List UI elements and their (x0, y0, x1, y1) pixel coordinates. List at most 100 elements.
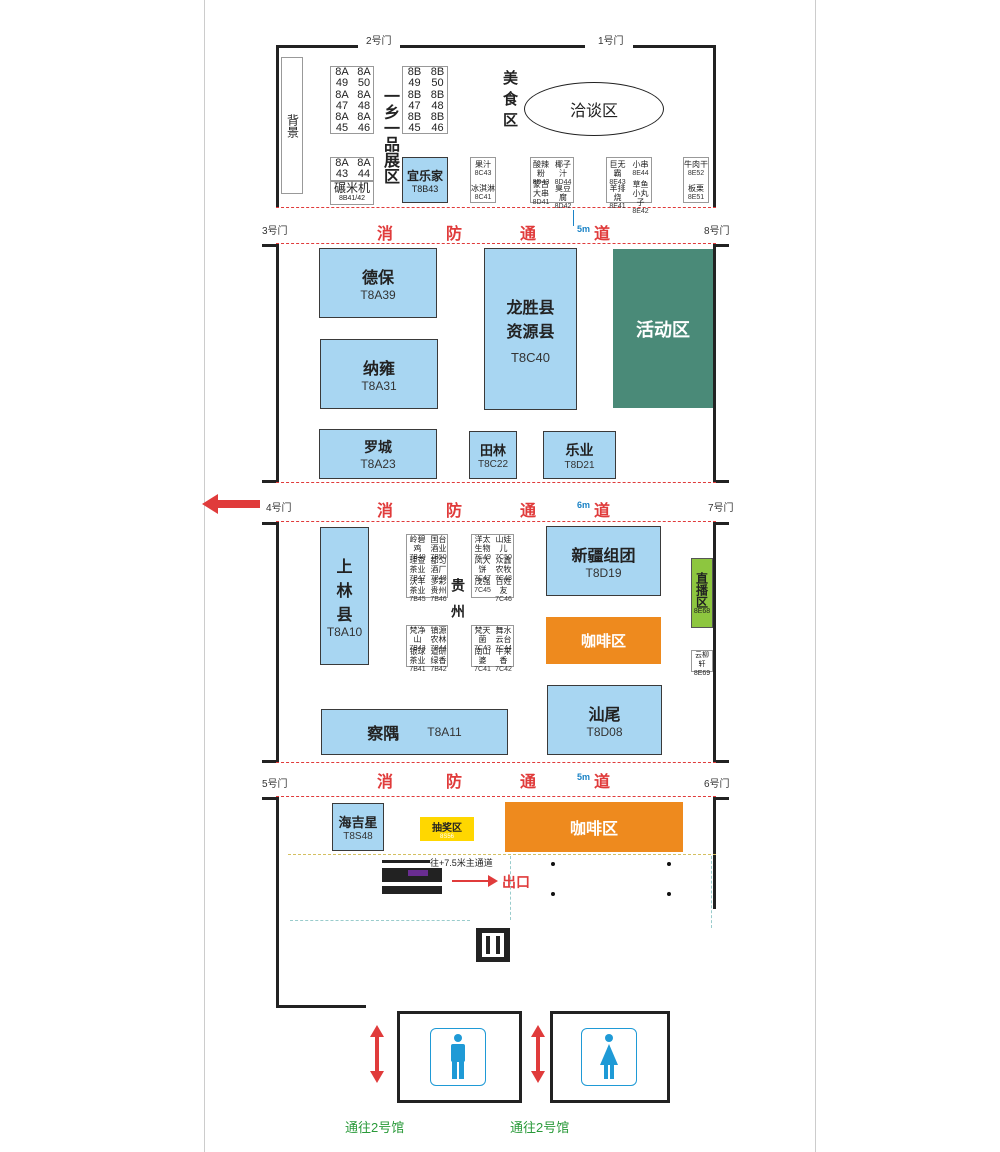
hall-wall-right-4-cap (713, 797, 729, 800)
booth-name: 乐业 (565, 441, 594, 458)
booth-name: 宜乐家 (406, 168, 443, 183)
food-zone-label: 美食区 (501, 70, 518, 133)
lane-up-arrow (573, 210, 574, 226)
live-zone-code: 8E68 (693, 607, 711, 615)
grid-cell: 50 (357, 77, 371, 90)
to-hall2-label: 通往2号馆 (345, 1120, 405, 1135)
toilet-sign-male[interactable] (430, 1028, 486, 1086)
area-outline (510, 856, 511, 920)
booth-name: 罗城 (364, 439, 392, 455)
booth-nayong[interactable]: 纳雍 T8A31 (320, 339, 438, 409)
grid-cell: 8B (430, 66, 445, 78)
grid-cell: 8A (335, 88, 349, 101)
double-arrow-icon (531, 1025, 545, 1083)
negotiation-zone[interactable]: 洽谈区 (524, 82, 664, 136)
page-border (204, 0, 816, 1152)
hall-wall-top-left (276, 45, 358, 48)
door-6: 6号门 (704, 779, 730, 790)
booth-longsheng[interactable]: 龙胜县 资源县 T8C40 (484, 248, 577, 410)
door-8: 8号门 (704, 226, 730, 237)
grid-cell: 8A (335, 111, 349, 124)
hall-wall-right-2-cap-b (713, 480, 729, 483)
booth-yilejia[interactable]: 宜乐家 T8B43 (402, 157, 448, 203)
booth-shanglin[interactable]: 上 林 县 T8A10 (320, 527, 369, 665)
background-wall: 背景 (281, 57, 303, 194)
fire-lane-char: 消 (377, 503, 396, 520)
live-zone[interactable]: 直播区 8E68 (691, 558, 713, 628)
grid-cell: 49 (335, 77, 349, 90)
booth-yunjiaoxuan[interactable]: 云柳轩 8E69 (691, 650, 713, 677)
booth-code: T8A23 (360, 457, 396, 471)
booth-haijixing[interactable]: 海吉星 T8S48 (332, 803, 384, 851)
booth-name: 云柳轩 (695, 652, 709, 668)
grid-cell: 47 (408, 99, 421, 112)
lane-width-label: 5m (577, 224, 591, 234)
to-hall2-label: 通往2号馆 (510, 1120, 570, 1135)
grid-cell: 8A (357, 157, 371, 169)
hall-wall-right-4 (713, 797, 716, 909)
booth-shanwei[interactable]: 汕尾 T8D08 (547, 685, 662, 755)
booth-code: T8C22 (477, 459, 508, 470)
activity-zone[interactable]: 活动区 (613, 249, 713, 408)
booth-luocheng[interactable]: 罗城 T8A23 (319, 429, 437, 479)
cafe-zone[interactable]: 咖啡区 (546, 617, 661, 664)
booth-xinjiang[interactable]: 新疆组团 T8D19 (546, 526, 661, 596)
lottery-zone[interactable]: 抽奖区 8S56 (420, 817, 474, 841)
cafe-zone-label: 咖啡区 (569, 821, 618, 838)
fire-lane-line (276, 243, 716, 244)
toilet-room-female (550, 1011, 670, 1103)
hall-wall-left-3-cap-b (262, 760, 278, 763)
booth-name: 察隅 (367, 726, 400, 743)
toilet-sign-female[interactable] (581, 1028, 637, 1086)
booth-nianmiji[interactable]: 碾米机 8B41/42 (330, 181, 374, 205)
grid-cell: 8B (430, 111, 445, 124)
booth-chaoyu[interactable]: 察隅 T8A11 (321, 709, 508, 755)
pillar (551, 892, 555, 896)
door-2: 2号门 (366, 36, 392, 47)
pillar (667, 892, 671, 896)
booth-leye[interactable]: 乐业 T8D21 (543, 431, 616, 479)
cafe-zone[interactable]: 咖啡区 (505, 802, 683, 852)
xiangpin-zone-label: 一乡一品展区 (381, 88, 398, 184)
grid-cell: 46 (431, 122, 444, 135)
hall-wall-left-3 (276, 522, 279, 762)
grid-cell: 44 (357, 168, 371, 180)
grid-cell: 48 (357, 99, 371, 112)
fire-lane-line (276, 762, 716, 763)
booth-tianlin[interactable]: 田林 T8C22 (469, 431, 517, 479)
booth-debao[interactable]: 德保 T8A39 (319, 248, 437, 318)
